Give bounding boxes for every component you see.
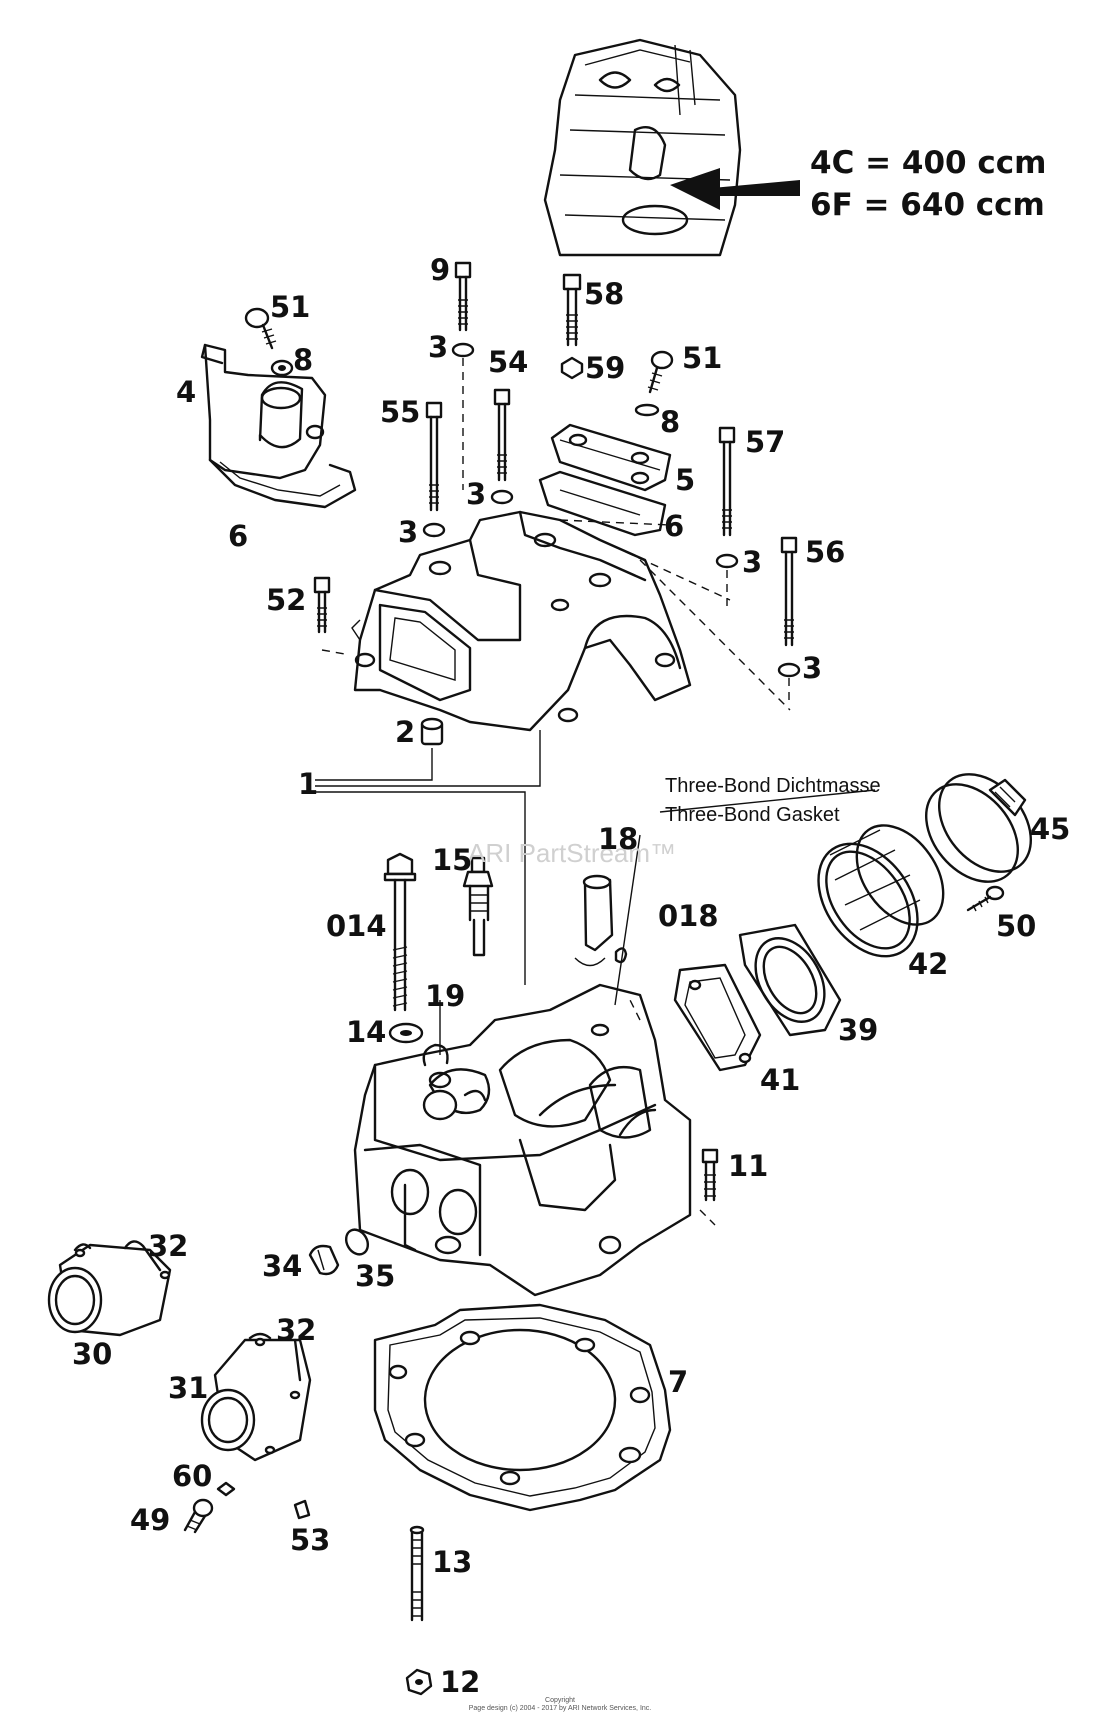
part-45-clamp <box>925 773 1032 883</box>
long-bolts <box>313 261 801 700</box>
copyright-line-1: Copyright <box>545 1697 575 1704</box>
bolt-51-left <box>244 307 294 377</box>
callout-34: 34 <box>262 1249 303 1283</box>
part-15-sensor <box>462 856 494 957</box>
sealant-note-english: Three-Bond Gasket <box>665 804 840 826</box>
callout-12: 12 <box>440 1665 481 1699</box>
callout-31: 31 <box>168 1371 209 1405</box>
callout-41: 41 <box>760 1063 801 1097</box>
part-41-gasket <box>673 963 762 1072</box>
part-50-screw <box>966 885 1005 912</box>
callout-15: 15 <box>432 843 473 877</box>
callout-32-left: 32 <box>148 1229 189 1263</box>
part-31-manifold <box>200 1332 312 1462</box>
callout-18: 18 <box>598 822 639 856</box>
part-5-plate <box>538 423 672 537</box>
sealant-note-german: Three-Bond Dichtmasse <box>665 775 881 797</box>
copyright-line-2: Page design (c) 2004 - 2017 by ARI Netwo… <box>468 1705 652 1713</box>
part-13-stud <box>409 1525 425 1622</box>
cylinder-head-body <box>353 983 716 1297</box>
callout-3-mid: 3 <box>466 477 487 511</box>
callout-1: 1 <box>298 767 319 801</box>
callout-45: 45 <box>1030 812 1071 846</box>
callout-3-bottom: 3 <box>802 651 823 685</box>
callout-014: 014 <box>326 909 387 943</box>
callout-39: 39 <box>838 1013 879 1047</box>
part-014-bolt <box>383 852 424 1044</box>
part-42-intake-boot <box>817 824 945 958</box>
callout-35: 35 <box>355 1259 396 1293</box>
part-18-guide <box>574 874 628 967</box>
engine-code-6f: 6F = 640 ccm <box>810 187 1045 223</box>
callout-3-left: 3 <box>398 515 419 549</box>
bolt-51-right <box>634 350 674 417</box>
callout-13: 13 <box>432 1545 473 1579</box>
part-39-flange <box>738 923 842 1037</box>
part-7-head-gasket <box>373 1303 672 1512</box>
part-53-clip <box>293 1499 311 1520</box>
leader-lines-1 <box>315 730 541 985</box>
part-12-nut <box>405 1668 433 1696</box>
engine-code-4c: 4C = 400 ccm <box>810 145 1047 181</box>
callout-30: 30 <box>72 1337 113 1371</box>
callout-57: 57 <box>745 425 786 459</box>
callout-53: 53 <box>290 1523 331 1557</box>
callout-11: 11 <box>728 1149 769 1183</box>
callout-49: 49 <box>130 1503 171 1537</box>
callout-6-left: 6 <box>228 519 249 553</box>
callout-51-right: 51 <box>682 341 723 375</box>
callout-14: 14 <box>346 1015 387 1049</box>
note-leaders <box>614 789 876 1006</box>
part-49-screw <box>183 1498 214 1534</box>
part-1-valve-cover <box>351 510 791 732</box>
part-2-dowel <box>420 717 444 746</box>
callout-55: 55 <box>380 395 421 429</box>
callout-9: 9 <box>430 253 451 287</box>
watermark: ARI PartStream™ <box>468 838 677 868</box>
callout-19: 19 <box>425 979 466 1013</box>
part-35-ring <box>344 1228 370 1256</box>
part-11-bolt <box>701 1148 719 1202</box>
callout-8-right: 8 <box>660 405 681 439</box>
callout-59: 59 <box>585 351 626 385</box>
callout-5: 5 <box>675 463 696 497</box>
callout-3-right: 3 <box>742 545 763 579</box>
engine-overview-sketch <box>543 38 800 257</box>
part-30-manifold <box>47 1240 172 1337</box>
callout-58: 58 <box>584 277 625 311</box>
callout-60: 60 <box>172 1459 213 1493</box>
callout-3-top: 3 <box>428 330 449 364</box>
callout-32-right: 32 <box>276 1313 317 1347</box>
part-34-plug <box>308 1244 340 1276</box>
callout-018: 018 <box>658 899 719 933</box>
part-4-cover <box>200 343 357 509</box>
callout-8-left: 8 <box>293 343 314 377</box>
callout-56: 56 <box>805 535 846 569</box>
callout-2: 2 <box>395 715 416 749</box>
callout-50: 50 <box>996 909 1037 943</box>
callout-51-left: 51 <box>270 290 311 324</box>
part-60-washer <box>216 1481 236 1497</box>
callout-42: 42 <box>908 947 949 981</box>
callout-54: 54 <box>488 345 529 379</box>
callout-6-right: 6 <box>664 509 685 543</box>
callout-52: 52 <box>266 583 307 617</box>
callout-4: 4 <box>176 375 197 409</box>
callout-7: 7 <box>668 1365 689 1399</box>
copyright-notice: Copyright Page design (c) 2004 - 2017 by… <box>440 1697 680 1714</box>
